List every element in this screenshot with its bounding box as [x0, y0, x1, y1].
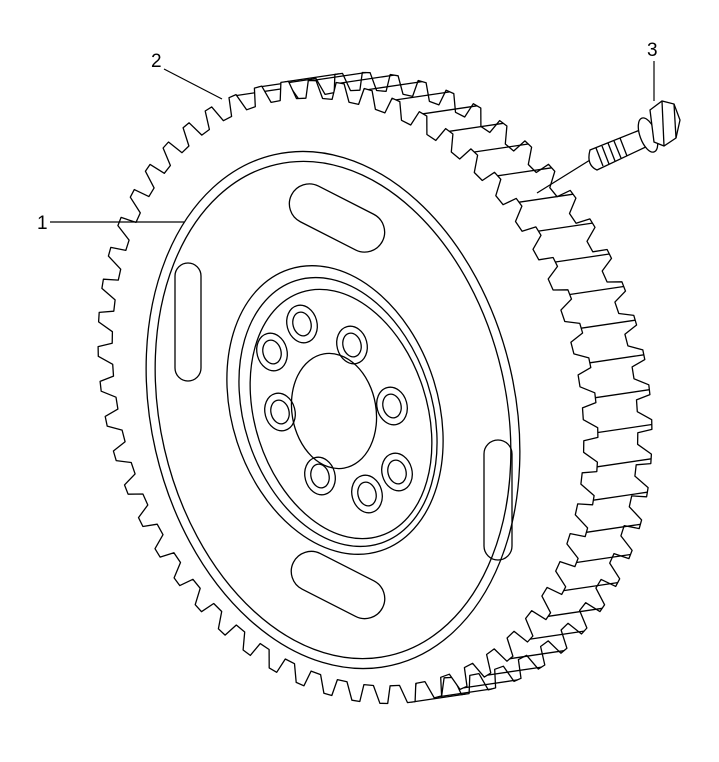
gear-tooth-edge: [597, 458, 652, 468]
gear-tooth-edge: [581, 319, 636, 329]
gear-tooth-edge: [589, 354, 644, 364]
hub-plate-inner-rim: [154, 160, 512, 660]
callout-3-number: 3: [647, 40, 658, 61]
gear-tooth-edge: [449, 122, 504, 132]
callout-2: 2: [151, 51, 223, 100]
gear-tooth-edge: [576, 553, 631, 564]
callout-1-number: 1: [37, 213, 48, 234]
gear-tooth-edge: [284, 73, 339, 83]
callout-2-number: 2: [151, 51, 162, 72]
hub-ring-mid: [238, 276, 438, 548]
bolt-hole: [256, 332, 288, 372]
bolt-hole: [351, 474, 383, 514]
plate-slot-left: [174, 262, 202, 382]
bolt-hole: [336, 325, 368, 365]
gear-tooth-edge: [474, 143, 529, 153]
gear-front-teeth: [97, 79, 599, 705]
bolt-holes: [256, 304, 413, 514]
callout-1: 1: [37, 213, 184, 234]
flange-bolt: [536, 100, 681, 194]
gear-tooth-edge: [597, 423, 652, 434]
gear-tooth-edge: [593, 491, 648, 501]
callout-3: 3: [647, 40, 658, 101]
bolt-shank: [588, 127, 653, 171]
gear-tooth-edge: [395, 91, 450, 101]
bolt-hole: [304, 456, 336, 496]
bolt-head: [649, 100, 681, 147]
plate-slot-top: [288, 183, 386, 253]
leader-line-2: [163, 68, 223, 100]
gear-tooth-edge: [586, 523, 641, 533]
gear-tooth-edge: [437, 688, 493, 698]
gear-tooth-edge: [423, 105, 478, 115]
center-bore: [290, 352, 378, 470]
hub-ring-inner: [249, 288, 433, 540]
gear-tooth-edge: [548, 607, 603, 617]
bolt-hole: [286, 304, 318, 344]
gear-tooth-edge: [368, 80, 423, 91]
gear-tooth-edge: [463, 679, 518, 689]
hub-plate-outer-rim: [145, 150, 521, 670]
gear-tooth-edge: [509, 650, 564, 660]
gear-tooth-edge: [563, 581, 618, 592]
bolt-hole: [264, 392, 296, 432]
plate-slot-right: [483, 439, 513, 561]
gear-tooth-edge: [595, 389, 650, 399]
gear-tooth-edge: [411, 693, 466, 703]
plate-slot-bottom: [290, 550, 386, 620]
gear-tooth-edge: [519, 193, 574, 203]
gear-tooth-edge: [538, 222, 593, 232]
bolt-hole: [376, 386, 408, 426]
bolt-axis-line: [536, 159, 591, 194]
gear-tooth-edge: [497, 167, 552, 177]
bolt-hole: [381, 452, 413, 492]
gear-ring: [97, 71, 653, 705]
gear-tooth-edge: [530, 630, 585, 640]
hub-ring-outer: [226, 265, 444, 555]
gear-tooth-edge: [487, 666, 542, 676]
hub-plate: [145, 150, 521, 670]
gear-tooth-edge: [340, 74, 395, 84]
gear-tooth-edge: [569, 285, 624, 296]
gear-tooth-edge: [555, 253, 610, 263]
gear-tooth-edge: [312, 71, 367, 82]
